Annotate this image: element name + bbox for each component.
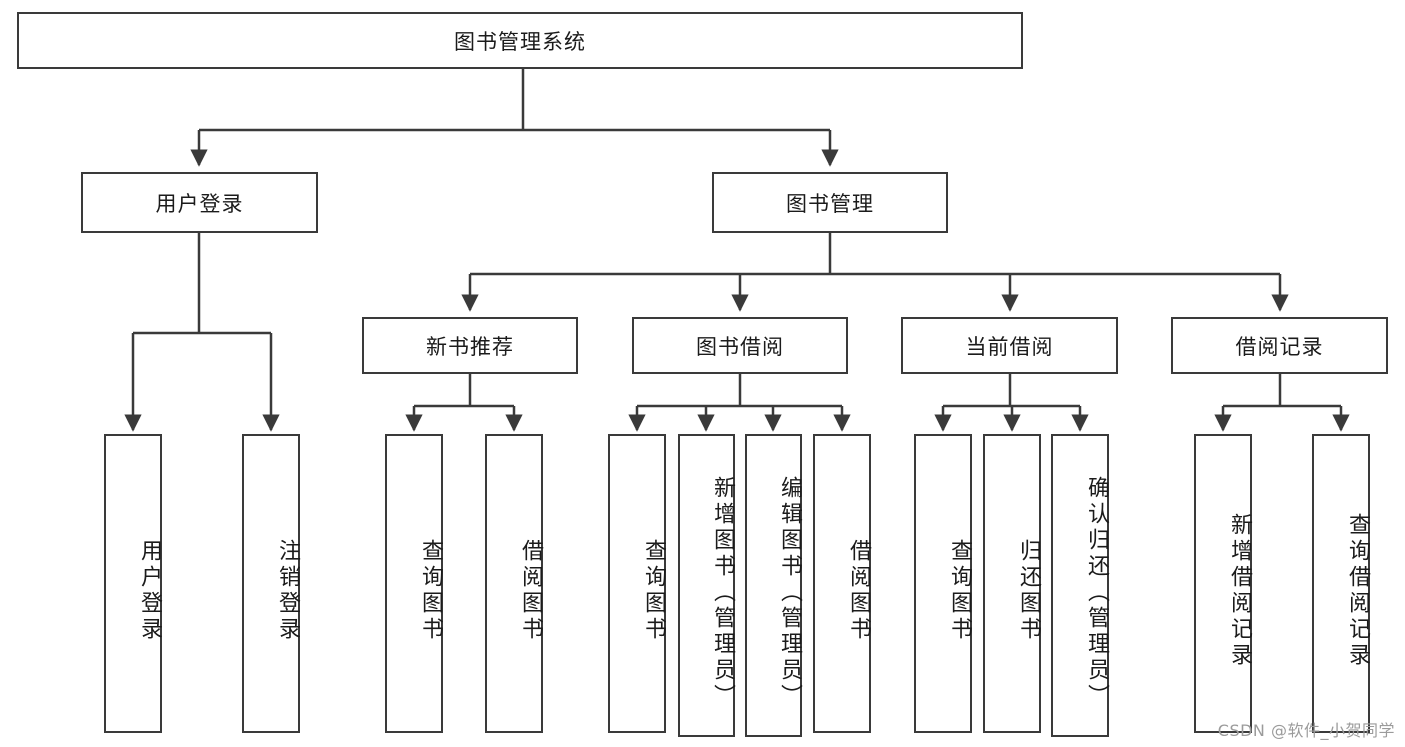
leaf-record-add[interactable]: 新增借阅记录	[1194, 434, 1252, 733]
leaf-new-book-query[interactable]: 查询图书	[385, 434, 443, 733]
node-borrow-record-label: 借阅记录	[1235, 334, 1324, 359]
leaf-label: 借阅图书	[846, 538, 871, 643]
node-new-book-recommend-label: 新书推荐	[426, 334, 514, 359]
leaf-new-book-borrow[interactable]: 借阅图书	[485, 434, 543, 733]
leaf-label: 注销登录	[275, 538, 300, 643]
watermark: CSDN @软件_小贺同学	[1217, 721, 1395, 740]
leaf-current-return-book[interactable]: 归还图书	[983, 434, 1041, 733]
node-current-borrow[interactable]: 当前借阅	[901, 317, 1118, 374]
leaf-label: 归还图书	[1016, 538, 1041, 643]
node-book-borrow[interactable]: 图书借阅	[632, 317, 848, 374]
leaf-label: 查询图书	[418, 538, 443, 643]
node-current-borrow-label: 当前借阅	[965, 334, 1054, 359]
node-book-management[interactable]: 图书管理	[712, 172, 948, 233]
node-book-borrow-label: 图书借阅	[696, 334, 784, 359]
node-root[interactable]: 图书管理系统	[17, 12, 1023, 69]
leaf-borrow-add-book[interactable]: 新增图书（管理员）	[678, 434, 735, 737]
leaf-label: 新增图书（管理员）	[710, 475, 735, 710]
leaf-user-login-login[interactable]: 用户登录	[104, 434, 162, 733]
leaf-borrow-edit-book[interactable]: 编辑图书（管理员）	[745, 434, 802, 737]
node-user-login[interactable]: 用户登录	[81, 172, 318, 233]
leaf-user-login-logout[interactable]: 注销登录	[242, 434, 300, 733]
leaf-label: 查询借阅记录	[1345, 512, 1370, 669]
leaf-label: 查询图书	[641, 538, 666, 643]
leaf-current-confirm-return[interactable]: 确认归还（管理员）	[1051, 434, 1109, 737]
node-user-login-label: 用户登录	[155, 191, 244, 216]
leaf-borrow-borrow-book[interactable]: 借阅图书	[813, 434, 871, 733]
node-new-book-recommend[interactable]: 新书推荐	[362, 317, 578, 374]
node-book-management-label: 图书管理	[786, 191, 874, 216]
leaf-borrow-query-book[interactable]: 查询图书	[608, 434, 666, 733]
leaf-label: 确认归还（管理员）	[1084, 475, 1109, 710]
leaf-label: 用户登录	[137, 538, 162, 643]
leaf-label: 查询图书	[947, 538, 972, 643]
leaf-record-query[interactable]: 查询借阅记录	[1312, 434, 1370, 733]
node-borrow-record[interactable]: 借阅记录	[1171, 317, 1388, 374]
leaf-label: 借阅图书	[518, 538, 543, 643]
leaf-label: 编辑图书（管理员）	[777, 475, 802, 710]
leaf-label: 新增借阅记录	[1227, 512, 1252, 669]
node-root-label: 图书管理系统	[454, 29, 586, 54]
leaf-current-query-book[interactable]: 查询图书	[914, 434, 972, 733]
